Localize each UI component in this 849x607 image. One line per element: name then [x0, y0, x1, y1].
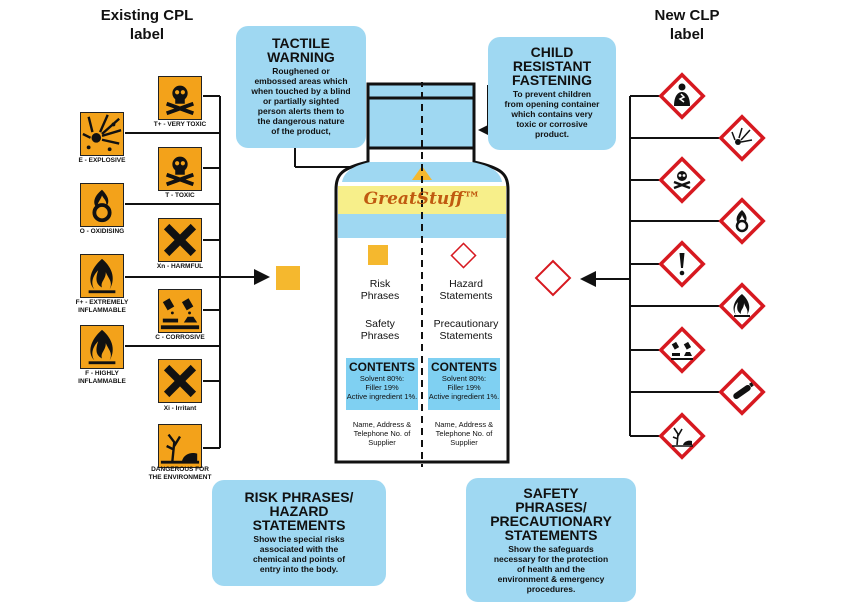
exclamation-mark-icon [658, 240, 706, 288]
contents-heading: CONTENTS [431, 360, 497, 374]
gas-cylinder-icon [718, 368, 766, 416]
cpl-caption: Xi - Irritant [163, 405, 197, 412]
safety-phrases-label: Safety Phrases [360, 318, 400, 342]
risk-phrases-label: Risk Phrases [360, 278, 400, 302]
precautionary-statements-label: Precautionary Statements [433, 318, 499, 342]
tactile-warning-callout: TACTILE WARNING Roughened or embossed ar… [236, 26, 366, 148]
cpl-caption: T - TOXIC [165, 192, 195, 199]
cpl-square-marker [276, 266, 300, 290]
callout-body: Show the special risks associated with t… [252, 534, 346, 574]
flame-icon [718, 282, 766, 330]
supplier-right: Name, Address & Telephone No. of Supplie… [434, 420, 494, 447]
cpl-caption: DANGEROUS FOR THE ENVIRONMENT [148, 466, 212, 481]
safety-phrases-callout: SAFETY PHRASES/ PRECAUTIONARY STATEMENTS… [466, 478, 636, 602]
environment-icon [158, 424, 202, 468]
corrosion-icon [158, 289, 202, 333]
risk-phrases-callout: RISK PHRASES/ HAZARD STATEMENTS Show the… [212, 480, 386, 586]
flame-over-circle-icon [718, 197, 766, 245]
cpl-caption: F+ - EXTREMELY INFLAMMABLE [75, 299, 129, 314]
contents-heading: CONTENTS [349, 360, 415, 374]
callout-heading: TACTILE WARNING [267, 35, 335, 65]
cpl-caption: O - OXIDISING [79, 228, 125, 235]
skull-crossbones-icon [658, 156, 706, 204]
flame-icon [80, 325, 124, 369]
corrosion-icon [658, 326, 706, 374]
callout-heading: CHILD RESISTANT FASTENING [511, 44, 593, 88]
explosion-icon [80, 112, 124, 156]
contents-panel-left: CONTENTS Solvent 80%: Filler 19% Active … [346, 358, 418, 410]
brand-name: GreatStuff™ [363, 189, 481, 209]
skull-crossbones-icon [158, 76, 202, 120]
callout-heading: SAFETY PHRASES/ PRECAUTIONARY STATEMENTS [490, 485, 612, 543]
callout-body: Show the safeguards necessary for the pr… [493, 544, 609, 594]
callout-body: Roughened or embossed areas which when t… [251, 66, 351, 136]
cpl-caption: Xn - HARMFUL [156, 263, 204, 270]
hazard-statements-label: Hazard Statements [439, 278, 493, 302]
callout-heading: RISK PHRASES/ HAZARD STATEMENTS [244, 489, 354, 533]
supplier-left: Name, Address & Telephone No. of Supplie… [352, 420, 412, 447]
cpl-caption: F - HIGHLY INFLAMMABLE [78, 370, 126, 385]
clp-diamond-marker [534, 259, 572, 297]
contents-body: Solvent 80%: Filler 19% Active ingredien… [346, 374, 418, 401]
contents-panel-right: CONTENTS Solvent 80%: Filler 19% Active … [428, 358, 500, 410]
cross-icon [158, 359, 202, 403]
skull-crossbones-icon [158, 147, 202, 191]
cpl-caption: C - CORROSIVE [155, 334, 205, 341]
health-hazard-icon [658, 72, 706, 120]
clp-title: New CLP label [654, 7, 720, 43]
callout-body: To prevent children from opening contain… [504, 89, 600, 139]
contents-body: Solvent 80%: Filler 19% Active ingredien… [428, 374, 500, 401]
flame-over-circle-icon [80, 183, 124, 227]
exploding-bomb-icon [718, 114, 766, 162]
environment-icon [658, 412, 706, 460]
cross-icon [158, 218, 202, 262]
cpl-title: Existing CPL label [100, 7, 194, 43]
flame-icon [80, 254, 124, 298]
child-resistant-callout: CHILD RESISTANT FASTENING To prevent chi… [488, 37, 616, 150]
cpl-caption: E - EXPLOSIVE [78, 157, 126, 164]
cpl-caption: T+ - VERY TOXIC [153, 121, 207, 128]
